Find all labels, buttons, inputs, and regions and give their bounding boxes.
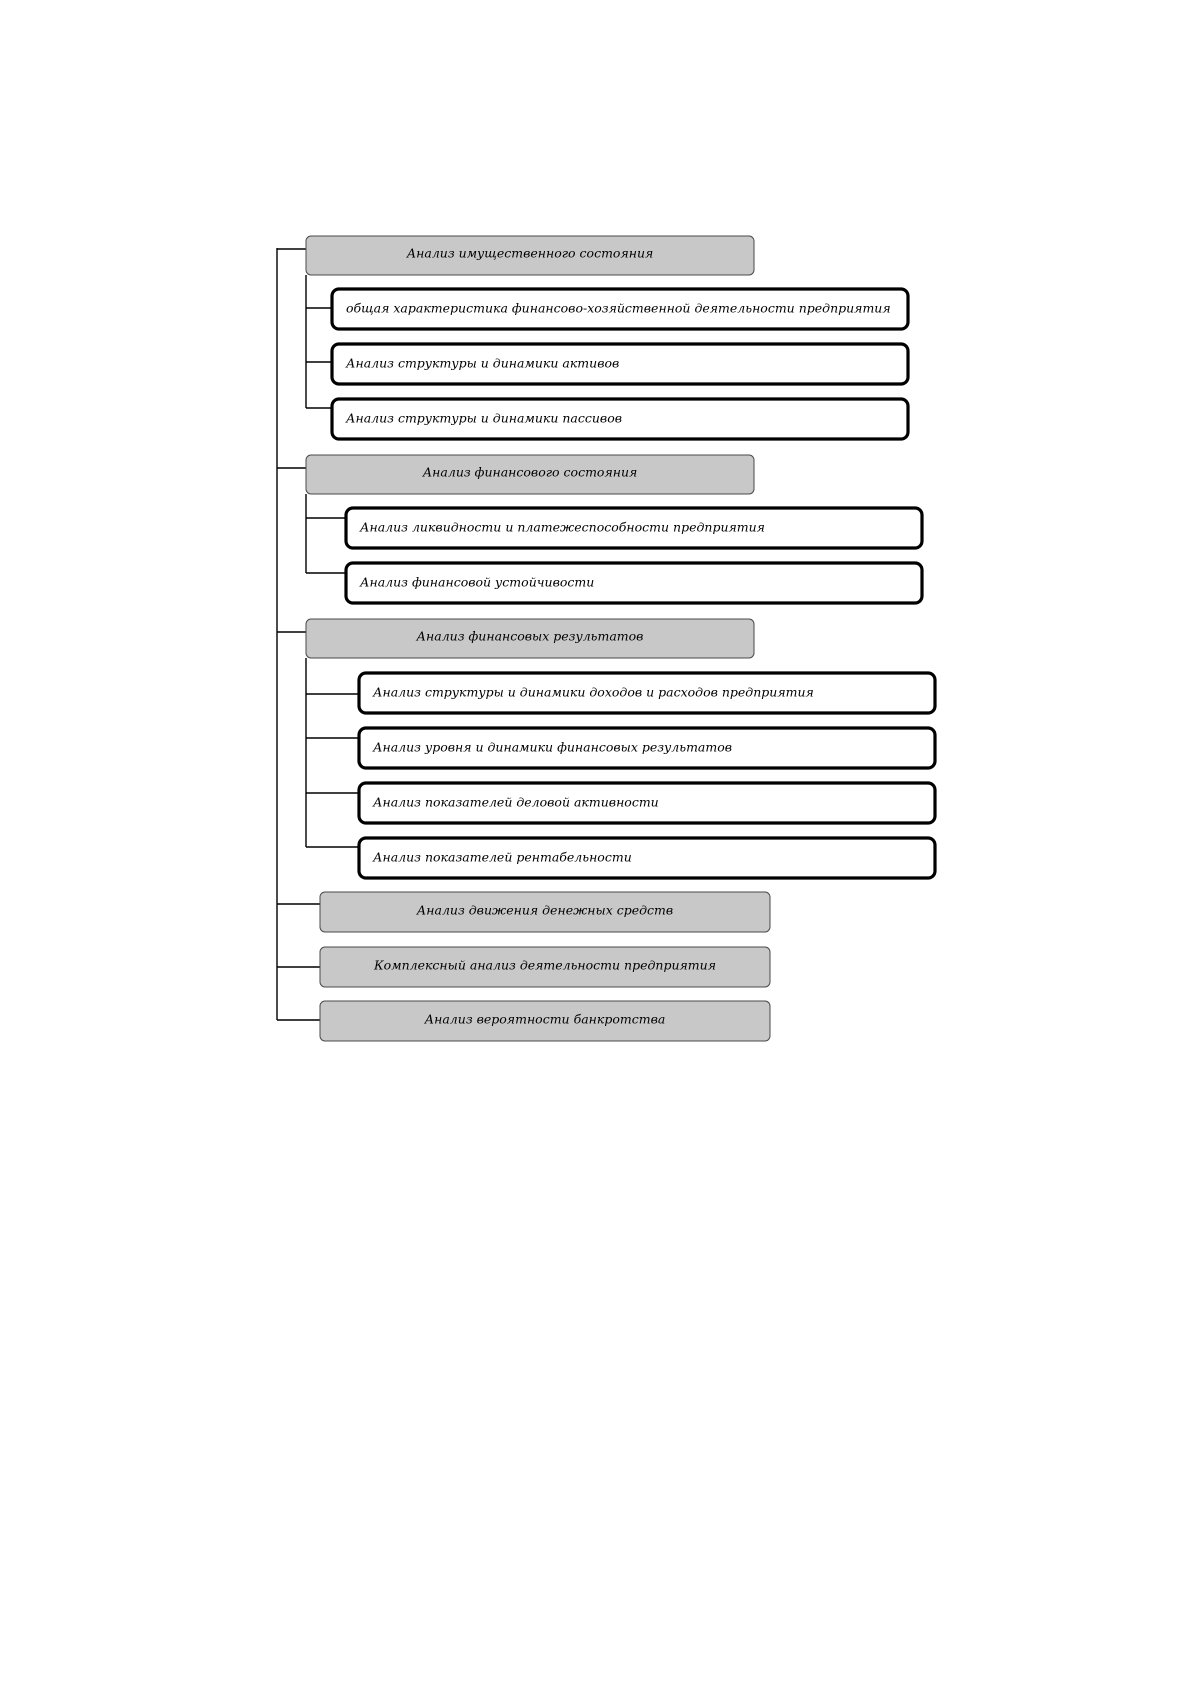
category-5: Комплексный анализ деятельности предприя… bbox=[277, 946, 771, 988]
item-3-2-box bbox=[357, 726, 937, 770]
item-1-2-box bbox=[330, 342, 910, 386]
category-4-box bbox=[319, 891, 771, 933]
item-3-3-box bbox=[357, 781, 937, 825]
category-1-box bbox=[305, 235, 755, 276]
item-3-1-label: Анализ структуры и динамики доходов и ра… bbox=[372, 685, 814, 700]
item-1-2-label: Анализ структуры и динамики активов bbox=[345, 356, 619, 371]
item-1-3-label: Анализ структуры и динамики пассивов bbox=[345, 411, 622, 426]
category-6: Анализ вероятности банкротства bbox=[277, 1000, 771, 1042]
item-3-4-label: Анализ показателей рентабельности bbox=[372, 850, 632, 865]
category-6-box bbox=[319, 1000, 771, 1042]
item-3-2-label: Анализ уровня и динамики финансовых резу… bbox=[372, 740, 732, 755]
item-2-2-label: Анализ финансовой устойчивости bbox=[359, 575, 594, 590]
category-2-label: Анализ финансового состояния bbox=[422, 465, 638, 480]
category-2-box bbox=[305, 454, 755, 495]
item-1-1-box bbox=[330, 287, 910, 331]
item-1-3-box bbox=[330, 397, 910, 441]
item-3-3-label: Анализ показателей деловой активности bbox=[372, 795, 659, 810]
item-3-4-box bbox=[357, 836, 937, 880]
category-5-box bbox=[319, 946, 771, 988]
category-4: Анализ движения денежных средств bbox=[277, 891, 771, 933]
category-1-label: Анализ имущественного состояния bbox=[406, 246, 654, 261]
item-2-1-box bbox=[344, 506, 924, 550]
category-3: Анализ финансовых результатов Анализ стр… bbox=[277, 618, 937, 880]
category-1: Анализ имущественного состояния общая ха… bbox=[277, 235, 910, 441]
category-3-box bbox=[305, 618, 755, 659]
item-3-1-box bbox=[357, 671, 937, 715]
item-1-1-label: общая характеристика финансово-хозяйстве… bbox=[346, 301, 891, 316]
category-4-label: Анализ движения денежных средств bbox=[416, 903, 673, 918]
category-3-label: Анализ финансовых результатов bbox=[416, 629, 644, 644]
category-2: Анализ финансового состояния Анализ ликв… bbox=[277, 454, 924, 605]
item-2-1-label: Анализ ликвидности и платежеспособности … bbox=[359, 520, 765, 535]
item-2-2-box bbox=[344, 561, 924, 605]
category-5-label: Комплексный анализ деятельности предприя… bbox=[373, 958, 716, 973]
category-6-label: Анализ вероятности банкротства bbox=[424, 1012, 666, 1027]
